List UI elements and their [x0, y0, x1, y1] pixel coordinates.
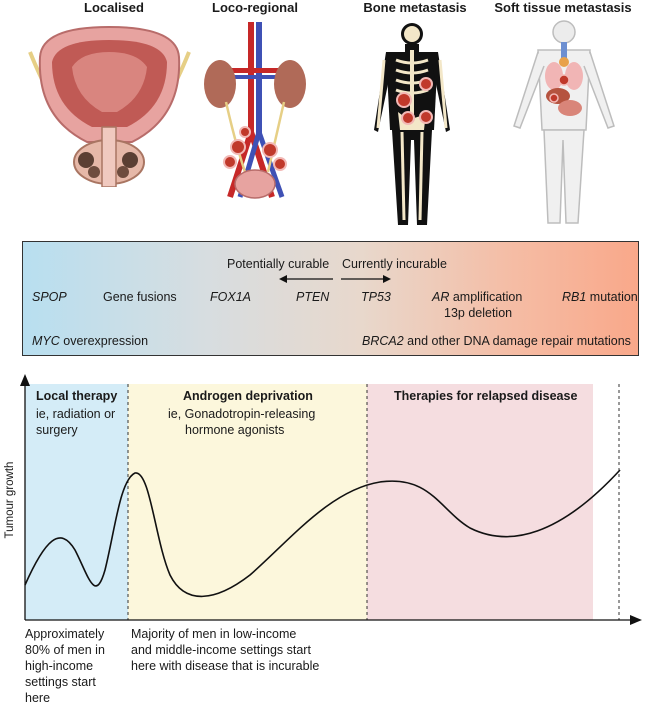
note-middle-line2: and middle-income settings start: [131, 643, 311, 657]
gene-brca2: BRCA2: [362, 334, 404, 348]
tumour-growth-plot: [20, 374, 642, 625]
gene-rb1-suffix: mutation: [586, 290, 638, 304]
prostate-bladder-illustration: [28, 25, 191, 187]
gene-ar-amplification: AR amplification: [432, 290, 522, 304]
gene-fusions: Gene fusions: [103, 290, 177, 304]
loco-regional-illustration: [204, 22, 306, 199]
band-title-androgen-deprivation: Androgen deprivation: [183, 389, 313, 403]
note-left-line2: 80% of men in: [25, 643, 105, 657]
gene-brca2-suffix: and other DNA damage repair mutations: [403, 334, 631, 348]
currently-incurable-label: Currently incurable: [342, 257, 447, 271]
arrow-right-icon: [341, 275, 391, 283]
band-subtitle-local-therapy-line1: ie, radiation or: [36, 407, 116, 421]
gene-13p-deletion: 13p deletion: [444, 306, 513, 320]
note-left-line4: settings start: [25, 675, 96, 689]
stage-title-localised: Localised: [84, 0, 144, 15]
gene-rb1-mutation: RB1 mutation: [562, 290, 638, 304]
stage-title-bone-metastasis: Bone metastasis: [363, 0, 467, 15]
arrow-left-icon: [279, 275, 333, 283]
stage-title-soft-tissue-metastasis: Soft tissue metastasis: [494, 0, 632, 15]
gene-rb1: RB1: [562, 290, 587, 304]
gene-ar: AR: [432, 290, 450, 304]
x-axis-arrow-icon: [630, 615, 642, 625]
band-title-relapsed-disease: Therapies for relapsed disease: [394, 389, 578, 403]
gene-myc-overexpression: MYC overexpression: [32, 334, 148, 348]
gene-foxa1: FOX1A: [210, 290, 251, 304]
band-local-therapy: [25, 384, 128, 620]
gene-myc-suffix: overexpression: [59, 334, 149, 348]
gene-myc: MYC: [32, 334, 60, 348]
genomic-alterations-panel: Potentially curable Currently incurable …: [22, 241, 639, 356]
note-middle-line1: Majority of men in low-income: [131, 627, 297, 641]
note-left-line5: here: [25, 691, 51, 705]
band-relapsed-disease: [367, 384, 593, 620]
note-middle-line3: here with disease that is incurable: [131, 659, 320, 673]
potentially-curable-label: Potentially curable: [227, 257, 330, 271]
note-left-line1: Approximately: [25, 627, 105, 641]
stage-title-loco-regional: Loco-regional: [212, 0, 298, 15]
tumour-growth-curve: [24, 469, 621, 598]
band-subtitle-androgen-deprivation-line1: ie, Gonadotropin-releasing: [168, 407, 316, 421]
gene-spop: SPOP: [32, 290, 67, 304]
gene-brca2-dna-repair: BRCA2 and other DNA damage repair mutati…: [362, 334, 631, 348]
note-left-line3: high-income: [25, 659, 94, 673]
band-subtitle-local-therapy-line2: surgery: [36, 423, 78, 437]
gene-tp53: TP53: [361, 290, 391, 304]
band-androgen-deprivation: [128, 384, 367, 620]
soft-tissue-metastasis-illustration: [513, 20, 615, 224]
band-title-local-therapy: Local therapy: [36, 389, 118, 403]
band-subtitle-androgen-deprivation-line2: hormone agonists: [185, 423, 285, 437]
bone-metastasis-illustration: [374, 23, 450, 225]
gene-ar-suffix: amplification: [449, 290, 523, 304]
gene-pten: PTEN: [296, 290, 330, 304]
y-axis-label: Tumour growth: [4, 461, 16, 539]
y-axis-arrow-icon: [20, 374, 30, 386]
